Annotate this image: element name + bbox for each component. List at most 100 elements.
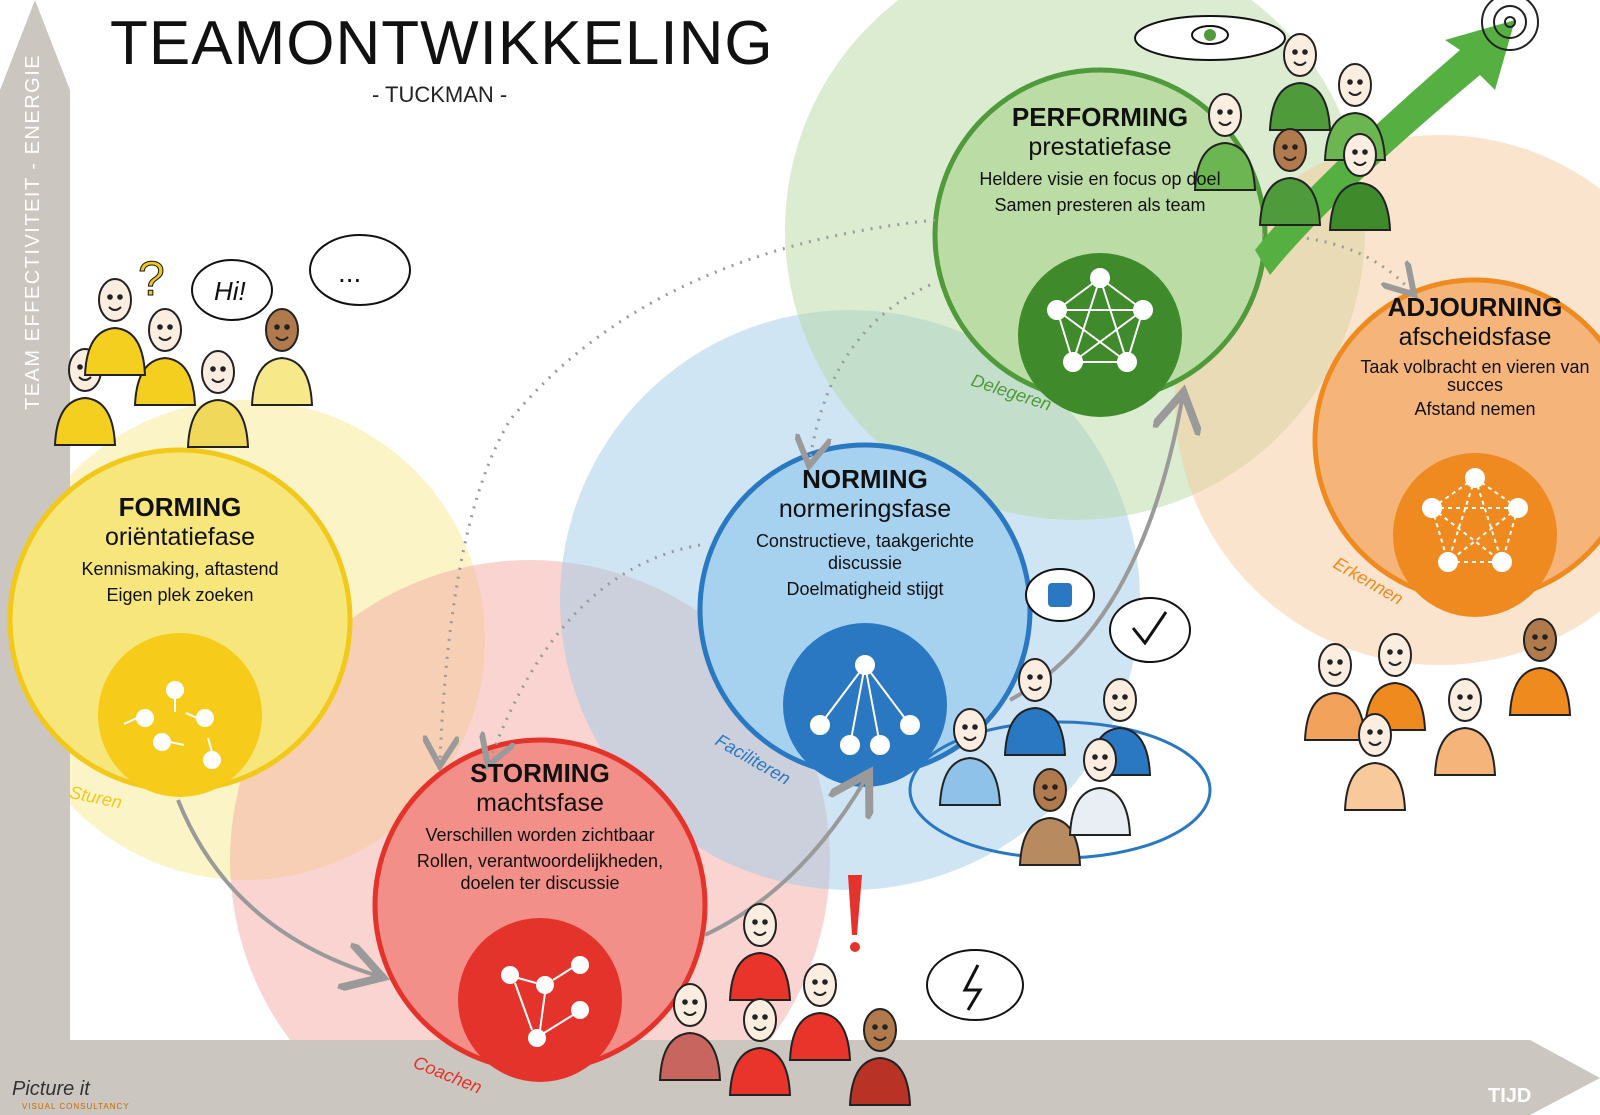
person-head — [1273, 128, 1307, 172]
phase-dutch-name: afscheidsfase — [1398, 323, 1552, 351]
person-eye — [1337, 659, 1343, 665]
checkmark-icon — [1131, 611, 1168, 646]
person-head — [1448, 678, 1482, 722]
phase-line: Doelmatigheid stijgt — [786, 579, 944, 599]
person-eye — [1302, 49, 1308, 55]
person-mouth — [108, 306, 122, 311]
person-figure — [83, 278, 147, 376]
person-eye — [1037, 674, 1043, 680]
person-eye — [872, 1024, 878, 1030]
norming-text: NORMING normeringsfase Constructieve, ta… — [720, 464, 1010, 604]
person-head — [98, 278, 132, 322]
person-eye — [1347, 79, 1353, 85]
arrow-storming-norming — [704, 780, 865, 937]
x-axis-label: TIJD — [1488, 1085, 1532, 1107]
person-head — [1283, 33, 1317, 77]
person-head — [201, 350, 235, 394]
person-figure — [658, 983, 722, 1081]
person-eye — [762, 919, 768, 925]
phase-line: Rollen, verantwoordelijkheden, doelen te… — [416, 851, 664, 893]
logo-subtitle: VISUAL CONSULTANCY — [22, 1102, 130, 1111]
dotted-performing-adjourning — [1261, 233, 1410, 290]
phase-name: PERFORMING — [1011, 102, 1189, 132]
person-head — [743, 903, 777, 947]
person-figure — [1303, 643, 1367, 741]
person-eye — [167, 324, 173, 330]
person-eye — [1292, 49, 1298, 55]
phase-line: Samen presteren als team — [994, 195, 1206, 215]
hierarchy-nodes-icon — [810, 655, 920, 755]
person-eye — [682, 999, 688, 1005]
person-eye — [220, 366, 226, 372]
forming-text: FORMING oriëntatiefase Kennismaking, aft… — [40, 492, 320, 610]
person-eye — [882, 1024, 888, 1030]
phase-dutch-name: normeringsfase — [778, 495, 952, 523]
person-head — [1103, 678, 1137, 722]
phase-name: ADJOURNING — [1387, 292, 1563, 322]
norming-icon — [783, 623, 947, 787]
person-head — [1018, 658, 1052, 702]
person-head — [1343, 133, 1377, 177]
person-body — [1068, 786, 1132, 836]
person-mouth — [1458, 706, 1472, 711]
person-head — [1523, 618, 1557, 662]
person-eye — [1377, 729, 1383, 735]
person-mouth — [275, 336, 289, 341]
person-figure — [1258, 128, 1322, 226]
performing-icon — [1018, 253, 1182, 417]
person-figure — [1328, 133, 1392, 231]
phase-dutch-name: prestatiefase — [1028, 133, 1172, 161]
person-eye — [752, 919, 758, 925]
person-figure — [1193, 93, 1257, 191]
dotted-performing-norming — [810, 283, 931, 460]
person-mouth — [1328, 671, 1342, 676]
person-eye — [157, 324, 163, 330]
person-head — [1338, 63, 1372, 107]
phase-line: Afstand nemen — [1414, 399, 1536, 419]
person-head — [148, 308, 182, 352]
forming-icon — [98, 633, 262, 797]
person-eye — [210, 366, 216, 372]
person-eye — [1292, 144, 1298, 150]
person-eye — [1092, 754, 1098, 760]
phase-line: Taak volbracht en vieren van succes — [1360, 357, 1590, 395]
person-body — [1343, 761, 1407, 811]
phase-dutch-name: oriëntatiefase — [104, 523, 256, 551]
scattered-nodes-icon — [123, 681, 221, 769]
phase-line: Eigen plek zoeken — [106, 585, 254, 605]
person-figure — [1003, 658, 1067, 756]
person-eye — [1387, 649, 1393, 655]
person-body — [938, 756, 1002, 806]
person-eye — [1227, 109, 1233, 115]
phase-line: Kennismaking, aftastend — [81, 559, 279, 579]
person-eye — [812, 979, 818, 985]
page-title: TEAMONTWIKKELING — [110, 9, 774, 78]
person-eye — [972, 724, 978, 730]
person-mouth — [1293, 61, 1307, 66]
person-eye — [1367, 729, 1373, 735]
person-body — [658, 1031, 722, 1081]
phase-name: NORMING — [802, 464, 928, 494]
person-figure — [250, 308, 314, 406]
person-mouth — [1348, 91, 1362, 96]
person-figure — [1363, 633, 1427, 731]
x-axis-arrow — [70, 1040, 1600, 1115]
person-mouth — [963, 736, 977, 741]
person-body — [83, 326, 147, 376]
person-mouth — [683, 1011, 697, 1016]
person-mouth — [873, 1036, 887, 1041]
person-figure — [1343, 713, 1407, 811]
question-mark-icon: ? — [138, 253, 165, 306]
person-figure — [788, 963, 852, 1061]
team-figures — [53, 33, 1572, 1106]
person-body — [1003, 706, 1067, 756]
person-figure — [848, 1008, 912, 1106]
person-eye — [752, 1014, 758, 1020]
person-head — [743, 998, 777, 1042]
person-eye — [822, 979, 828, 985]
person-body — [53, 396, 117, 446]
hi-text: Hi! — [214, 276, 246, 306]
person-figure — [1268, 33, 1332, 131]
person-body — [728, 951, 792, 1001]
check-bubble — [1109, 597, 1191, 663]
